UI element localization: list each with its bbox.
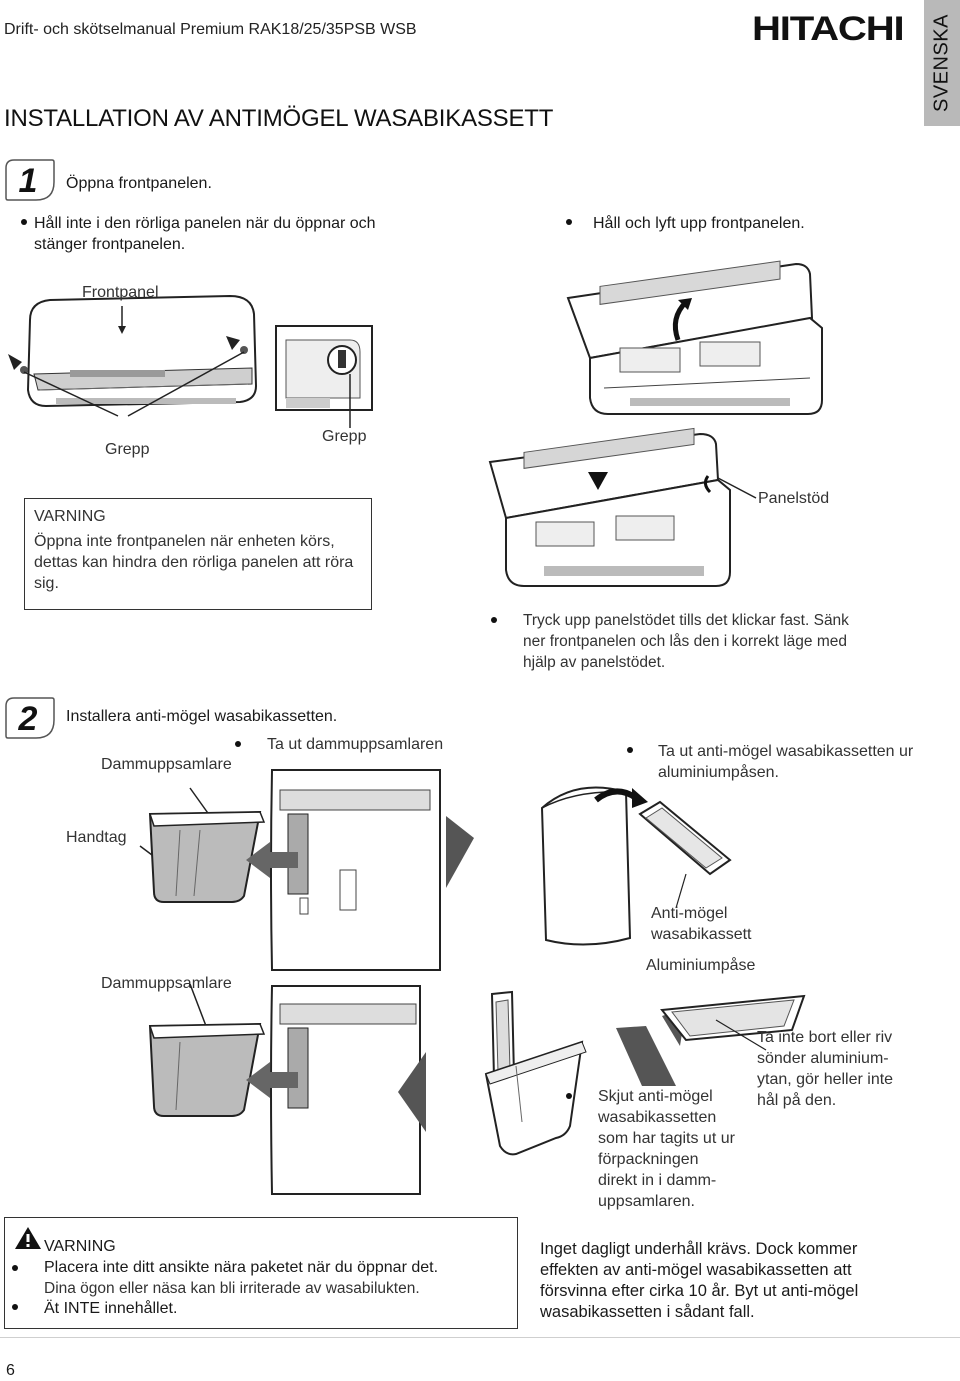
step-2-bullet-slide: Skjut anti-mögel wasabikassetten som har… xyxy=(598,1088,735,1210)
warning-item-1-line-1: Placera inte ditt ansikte nära paketet n… xyxy=(44,1259,439,1276)
label-grepp-right: Grepp xyxy=(322,428,367,445)
step-2-badge-icon: 2 xyxy=(5,697,55,739)
step-1-number: 1 xyxy=(19,162,38,200)
warning-text: Öppna inte frontpanelen när enheten körs… xyxy=(34,533,354,592)
warning-box-panel xyxy=(24,498,372,610)
warning-heading: VARNING xyxy=(34,508,106,525)
ac-unit-front-illustration xyxy=(8,294,373,428)
label-cassette: Anti-mögel wasabikassett xyxy=(651,905,752,943)
step-1-title: Öppna frontpanelen. xyxy=(66,175,212,192)
aluminium-pouch-illustration xyxy=(540,786,732,946)
step-2-bullet-remove-cassette: Ta ut anti-mögel wasabikassetten ur alum… xyxy=(658,743,914,781)
bullet-icon xyxy=(21,219,27,225)
page-number: 6 xyxy=(6,1362,15,1379)
bullet-icon xyxy=(12,1265,18,1271)
ac-unit-lifted-panel-illustration xyxy=(566,260,823,415)
dust-collector-removal-illustration xyxy=(139,769,474,971)
bullet-icon xyxy=(491,617,497,623)
warning-triangle-icon xyxy=(15,1227,41,1249)
warning-box-heading: VARNING xyxy=(44,1238,116,1255)
label-handtag: Handtag xyxy=(66,829,127,846)
warning-item-2: Ät INTE innehållet. xyxy=(44,1300,178,1317)
manual-title: Drift- och skötselmanual Premium RAK18/2… xyxy=(4,21,417,38)
bullet-icon xyxy=(627,747,633,753)
label-dammuppsamlare-bottom: Dammuppsamlare xyxy=(101,975,232,992)
step-1-bullet-right: Håll och lyft upp frontpanelen. xyxy=(593,215,805,232)
footer-divider xyxy=(0,1337,960,1338)
maintenance-note: Inget dagligt underhåll krävs. Dock komm… xyxy=(540,1240,859,1321)
label-frontpanel: Frontpanel xyxy=(82,284,159,301)
label-grepp-left: Grepp xyxy=(105,441,150,458)
dust-collector-insert-illustration xyxy=(148,983,421,1195)
section-title: INSTALLATION AV ANTIMÖGEL WASABIKASSETT xyxy=(4,105,554,132)
label-pouch: Aluminiumpåse xyxy=(646,957,756,974)
step-1-bullet-support: Tryck upp panelstödet tills det klickar … xyxy=(523,612,849,671)
bullet-icon xyxy=(12,1304,18,1310)
bullet-icon xyxy=(566,1093,572,1099)
bullet-icon xyxy=(235,741,241,747)
label-dammuppsamlare-top: Dammuppsamlare xyxy=(101,756,232,773)
step-2-title: Installera anti-mögel wasabikassetten. xyxy=(66,708,338,725)
cassette-tray-illustration xyxy=(616,994,806,1086)
ac-unit-panel-support-illustration xyxy=(488,427,757,587)
warning-item-1-line-2: Dina ögon eller näsa kan bli irriterade … xyxy=(44,1280,420,1297)
step-1-badge-icon: 1 xyxy=(5,159,55,201)
label-panelstod: Panelstöd xyxy=(758,490,830,507)
warning-box-wasabi xyxy=(4,1217,518,1329)
bullet-icon xyxy=(566,219,572,225)
step-1-bullet-left: Håll inte i den rörliga panelen när du ö… xyxy=(34,215,376,253)
brand-logo: HITACHI xyxy=(752,10,905,48)
step-2-bullet-remove-collector: Ta ut dammuppsamlaren xyxy=(267,736,444,753)
cassette-insert-illustration xyxy=(398,990,587,1156)
step-2-note-pouch: Ta inte bort eller riv sönder aluminium-… xyxy=(757,1029,894,1109)
language-tab-label: SVENSKA xyxy=(930,14,953,112)
step-2-number: 2 xyxy=(18,700,38,738)
language-tab: SVENSKA xyxy=(924,0,960,126)
